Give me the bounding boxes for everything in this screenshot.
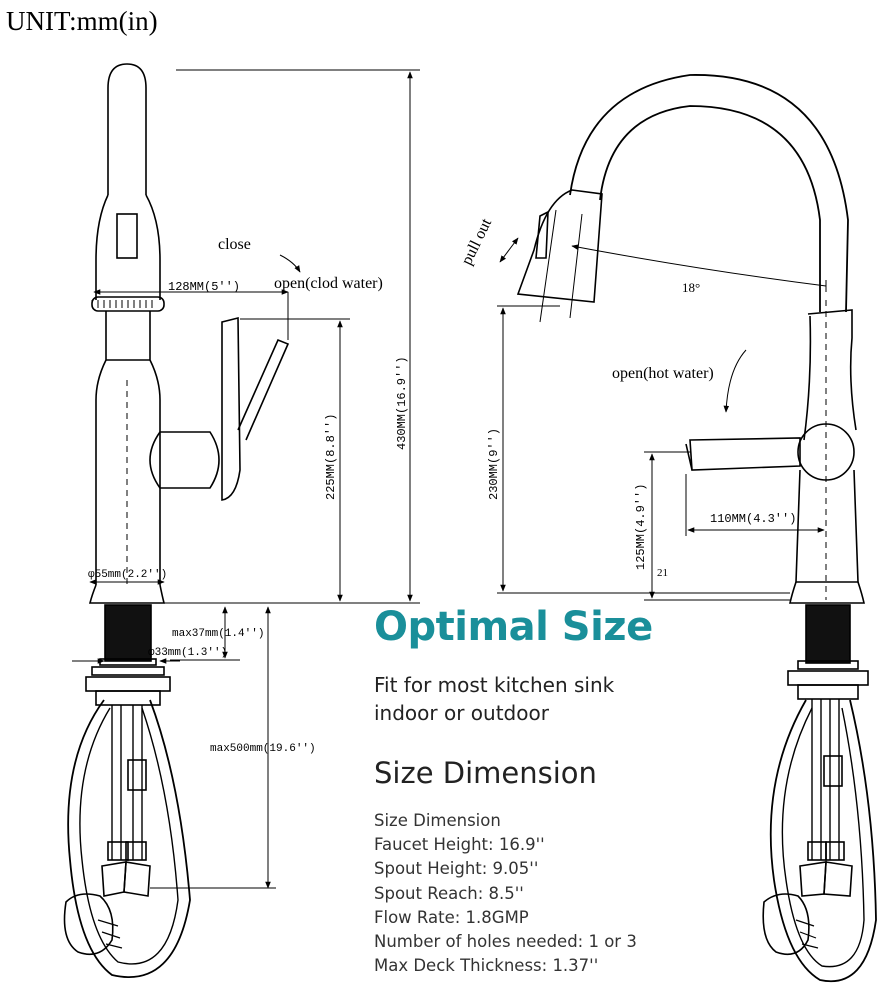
spec-item: Spout Height: 9.05'' (374, 859, 539, 879)
unit-label: UNIT:mm(in) (6, 6, 158, 36)
tagline-2: indoor or outdoor (374, 701, 549, 725)
height-430-label: 430MM(16.9'') (395, 356, 409, 450)
height-230-label: 230MM(9'') (487, 428, 501, 500)
spec-item: Size Dimension (374, 811, 501, 830)
reach-110-label: 110MM(4.3'') (710, 512, 796, 526)
spec-item: Max Deck Thickness: 1.37'' (374, 956, 599, 976)
pull-out-label: pull out (458, 215, 495, 267)
spec-item: Faucet Height: 16.9'' (374, 835, 545, 855)
value-21-label: 21 (657, 567, 668, 579)
left-faucet (63, 63, 290, 978)
diameter-55-label: φ55mm(2.2'') (88, 569, 167, 581)
close-label: close (218, 236, 251, 253)
tagline-1: Fit for most kitchen sink (374, 673, 615, 697)
size-dimension-heading: Size Dimension (374, 756, 597, 790)
max-500-label: max500mm(19.6'') (210, 743, 316, 755)
panel-title: Optimal Size (374, 604, 653, 650)
height-225-label: 225MM(8.8'') (324, 414, 338, 500)
spec-item: Flow Rate: 1.8GMP (374, 907, 529, 927)
max-37-label: max37mm(1.4'') (172, 628, 264, 640)
height-125-label: 125MM(4.9'') (634, 484, 648, 570)
spec-item: Spout Reach: 8.5'' (374, 883, 524, 903)
open-cold-label: open(clod water) (274, 275, 383, 292)
open-hot-label: open(hot water) (612, 365, 714, 382)
spec-list: Size Dimension Faucet Height: 16.9'' Spo… (374, 809, 637, 978)
diameter-33-label: φ33mm(1.3'') (148, 647, 227, 659)
width-128-label: 128MM(5'') (168, 280, 240, 294)
angle-18-label: 18° (682, 280, 700, 295)
spec-item: Number of holes needed: 1 or 3 (374, 932, 637, 952)
right-faucet (516, 74, 877, 983)
